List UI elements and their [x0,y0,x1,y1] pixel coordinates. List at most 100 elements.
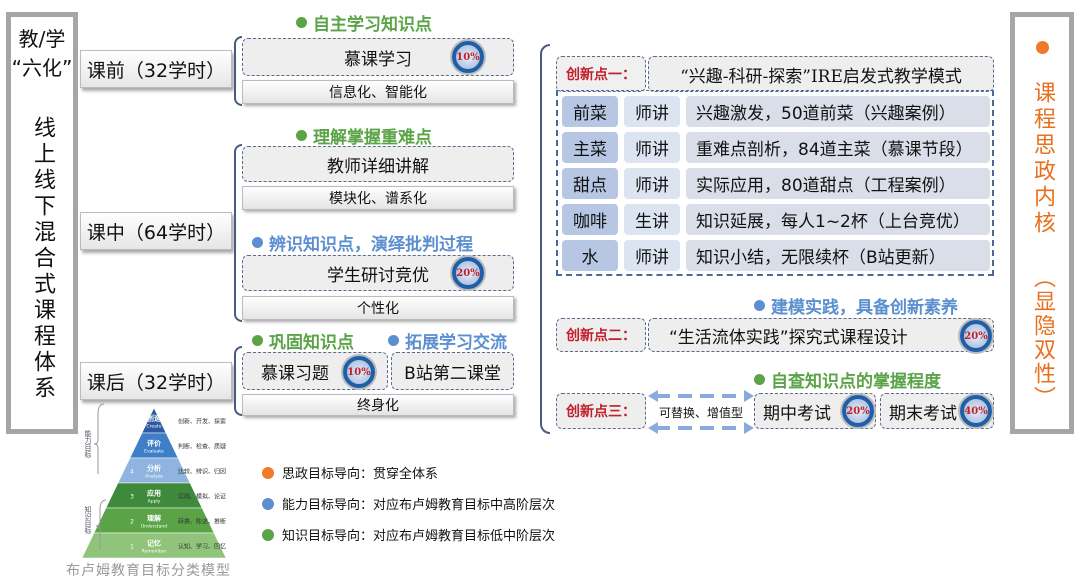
level-number: 2 [130,519,134,526]
level-en: Create [147,424,162,430]
level-en: Evaluate [144,449,164,455]
group-high-label: 能力目标 [84,429,92,459]
mid-box1: 教师详细讲解 [242,146,514,182]
orange-dot-icon [1035,41,1049,54]
inno1-label: 创新点一： [556,56,646,92]
inno2-heading: 建模实践，具备创新素养 [754,293,958,318]
level-verbs: 创新、开发、探索 [178,418,226,426]
inno2-title: “生活流体实践”探究式课程设计 [648,318,994,352]
inno2-heading-text: 建模实践，具备创新素养 [771,298,958,318]
post-sub: 终身化 [242,394,514,416]
right-panel: 课程思政内核 （显隐双性） [1010,12,1074,434]
brace-high [93,403,105,474]
exam-final-label: 期末考试 [889,403,957,424]
post-box2: B站第二课堂 [391,352,514,390]
exam-midterm-badge: 20% [842,395,874,427]
speaker-cell: 师讲 [624,96,680,127]
stage-pre: 课前（32学时） [80,50,232,88]
pyramid-caption: 布卢姆教育目标分类模型 [66,563,231,579]
inno2-badge: 20% [960,320,992,352]
pre-heading: 自主学习知识点 [296,10,432,35]
green-dot-icon [296,130,307,141]
mid-sub2: 个性化 [242,296,514,320]
inno2-title-text: “生活流体实践”探究式课程设计 [669,327,908,348]
level-en: Apply [148,499,161,505]
blue-dot-icon [252,237,263,248]
dish-cell: 甜点 [562,168,618,199]
pre-box-label: 慕课学习 [344,49,412,70]
left-line2: “六化” [11,56,73,80]
brace-mid [234,144,242,322]
level-verbs: 实践、模拟、论证 [178,493,226,501]
pre-badge: 10% [452,41,484,73]
desc-cell: 知识小结，无限续杯（B站更新） [686,240,990,271]
inno3-label-text: 创新点三： [566,404,636,420]
legend-dot-icon [262,466,274,479]
exam-final-badge: 40% [960,395,992,427]
level-cn: 评价 [147,440,162,448]
legend-text: 知识目标导向：对应布卢姆教育目标低中阶层次 [282,529,556,544]
post-heading2: 拓展学习交流 [388,328,507,353]
level-en: Analyze [145,474,163,480]
level-number: 4 [130,469,134,476]
post-heading1-text: 巩固知识点 [269,333,354,353]
left-panel: 教/学 “六化” 线上线下混合式课程体系 [6,12,78,434]
level-en: Understand [141,524,167,530]
level-cn: 分析 [147,464,161,473]
inno3-label: 创新点三： [556,393,646,429]
level-number: 5 [130,444,134,451]
legend: 思政目标导向：贯穿全体系能力目标导向：对应布卢姆教育目标中高阶层次知识目标导向：… [262,463,555,544]
level-number: 3 [130,494,134,501]
inno1-row: 水 师讲 知识小结，无限续杯（B站更新） [562,240,990,271]
stage-mid: 课中（64学时） [80,212,232,250]
dish-cell: 前菜 [562,96,618,127]
mid-heading1: 理解掌握重难点 [296,123,432,148]
level-en: Remember [142,549,167,555]
level-cn: 创造 [146,414,162,423]
pre-sub: 信息化、智能化 [242,80,514,104]
speaker-cell: 生讲 [624,204,680,235]
green-dot-icon [252,335,263,346]
level-cn: 理解 [147,514,161,523]
dish-cell: 水 [562,240,618,271]
double-arrow-icon [648,390,754,434]
exam-midterm-label: 期中考试 [763,403,831,424]
desc-cell: 重难点剖析，84道主菜（慕课节段） [686,132,990,163]
brace-pre [234,36,242,106]
post-heading2-text: 拓展学习交流 [405,333,507,353]
legend-item: 能力目标导向：对应布卢姆教育目标中高阶层次 [262,494,555,513]
right-sub: （显隐双性） [1030,266,1055,410]
legend-text: 思政目标导向：贯穿全体系 [282,467,439,482]
inno1-row: 主菜 师讲 重难点剖析，84道主菜（慕课节段） [562,132,990,163]
mid-heading2-text: 辨识知识点，演绎批判过程 [269,235,473,255]
post-heading1: 巩固知识点 [252,328,354,353]
inno3-heading: 自查知识点的掌握程度 [754,367,941,392]
left-title: 线上线下混合式课程体系 [30,116,55,402]
desc-cell: 实际应用，80道甜点（工程案例） [686,168,990,199]
legend-item: 思政目标导向：贯穿全体系 [262,463,555,482]
group-low-label: 知识目标 [84,505,92,535]
stage-post: 课后（32学时） [80,362,232,400]
inno1-row: 前菜 师讲 兴趣激发，50道前菜（兴趣案例） [562,96,990,127]
inno2-label: 创新点二： [556,318,646,352]
speaker-cell: 师讲 [624,132,680,163]
right-brace [540,44,550,434]
inno3-heading-text: 自查知识点的掌握程度 [771,372,941,392]
inno1-label-text: 创新点一： [566,67,636,83]
pre-heading-text: 自主学习知识点 [313,15,432,35]
brace-low [95,499,107,550]
speaker-cell: 师讲 [624,168,680,199]
speaker-cell: 师讲 [624,240,680,271]
pyramid-level [81,532,227,559]
inno1-row: 甜点 师讲 实际应用，80道甜点（工程案例） [562,168,990,199]
post-badge1: 10% [343,356,375,388]
inno1-rows: 前菜 师讲 兴趣激发，50道前菜（兴趣案例） 主菜 师讲 重难点剖析，84道主菜（… [562,96,990,276]
legend-text: 能力目标导向：对应布卢姆教育目标中高阶层次 [282,498,556,513]
inno3-arrow-text: 可替换、增值型 [658,406,743,420]
inno1-title: “兴趣-科研-探索”IRE启发式教学模式 [648,56,994,92]
level-number: 1 [130,544,134,551]
inno1-row: 咖啡 生讲 知识延展，每人1~2杯（上台竞优） [562,204,990,235]
legend-dot-icon [262,497,274,510]
legend-item: 知识目标导向：对应布卢姆教育目标低中阶层次 [262,525,555,544]
blue-dot-icon [754,300,765,311]
